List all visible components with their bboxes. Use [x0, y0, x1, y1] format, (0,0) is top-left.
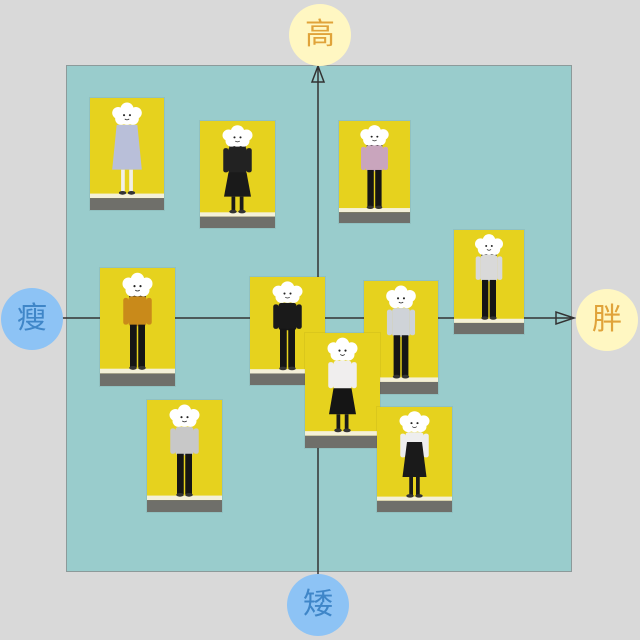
cloud-face-icon	[122, 272, 153, 297]
vertical-axis-arrow	[310, 63, 326, 83]
label-fat: 胖	[576, 289, 638, 351]
cloud-face-icon	[272, 281, 303, 303]
person-photo-icon	[339, 121, 410, 223]
cloud-face-icon	[112, 102, 142, 125]
label-tall: 高	[289, 4, 351, 66]
person-photo	[339, 121, 410, 223]
person-photo-icon	[200, 121, 275, 228]
label-short: 矮	[287, 574, 349, 636]
cloud-face-icon	[360, 125, 389, 146]
person-photo	[305, 333, 380, 448]
label-thin: 瘦	[1, 288, 63, 350]
person-photo-icon	[100, 268, 175, 386]
person-photo-icon	[364, 281, 438, 394]
person-photo	[454, 230, 524, 334]
cloud-face-icon	[327, 337, 358, 361]
person-photo	[377, 407, 452, 512]
cloud-face-icon	[399, 411, 430, 433]
person-photo-icon	[454, 230, 524, 334]
horizontal-axis-arrow	[555, 310, 577, 326]
person-photo	[147, 400, 222, 512]
person-photo-icon	[305, 333, 380, 448]
person-photo-icon	[147, 400, 222, 512]
person-photo	[90, 98, 164, 210]
person-photo-icon	[377, 407, 452, 512]
person-photo	[100, 268, 175, 386]
person-photo	[200, 121, 275, 228]
cloud-face-icon	[475, 234, 503, 255]
person-photo-icon	[90, 98, 164, 210]
cloud-face-icon	[169, 404, 200, 427]
cloud-face-icon	[386, 285, 416, 309]
cloud-face-icon	[222, 125, 253, 147]
